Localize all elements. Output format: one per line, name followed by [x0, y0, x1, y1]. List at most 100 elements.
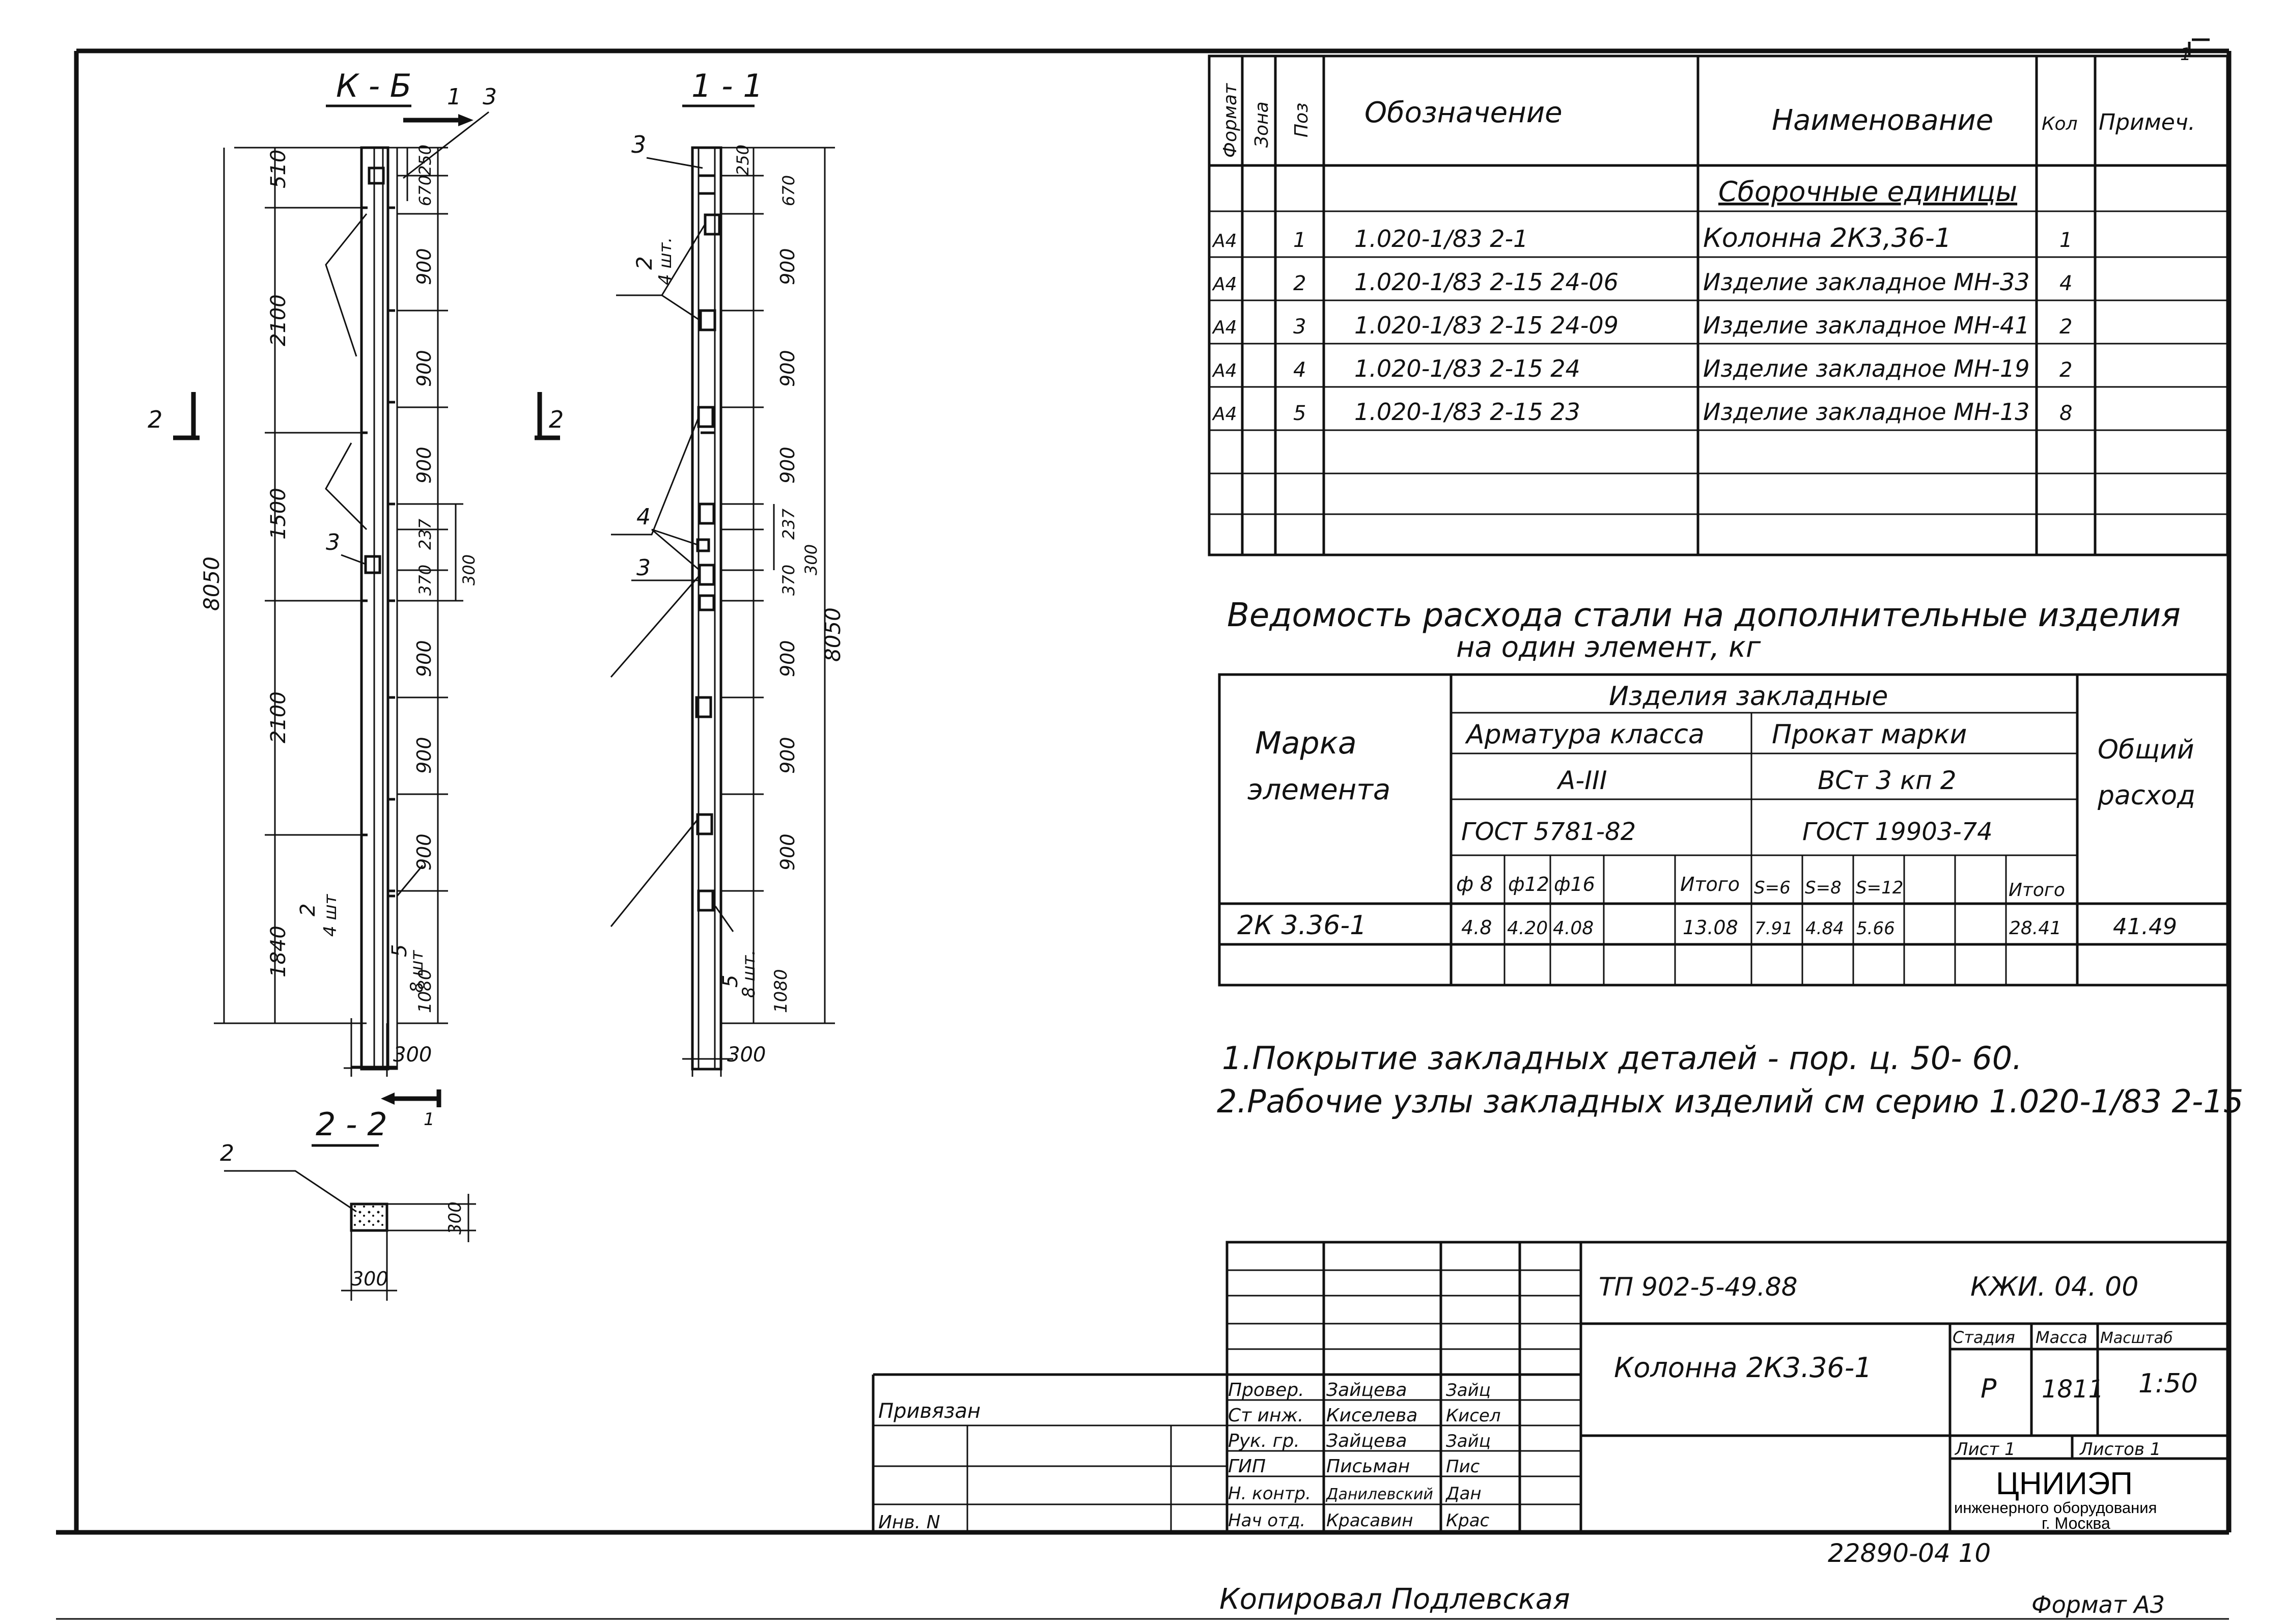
spec-pos: 1 — [1293, 229, 1306, 252]
spec-des: 1.020-1/83 2-15 24 — [1354, 355, 1580, 382]
table-row: А4 2 1.020-1/83 2-15 24-06 Изделие закла… — [1212, 268, 2072, 296]
corner-mark: 1 — [2180, 44, 2191, 65]
role-head: Рук. гр. — [1228, 1431, 1300, 1451]
spec-fmt: А4 — [1212, 404, 1237, 425]
steel-sub-f12: ф12 — [1508, 873, 1549, 895]
v11-pos-3-top: 3 — [631, 131, 646, 158]
v11-dim-900e: 900 — [776, 737, 799, 774]
role-norm: Н. контр. — [1228, 1483, 1311, 1504]
spec-qty: 4 — [2059, 272, 2072, 295]
spec-pos: 3 — [1293, 315, 1306, 339]
stamp-scale: 1:50 — [2138, 1368, 2198, 1399]
role-eng: Ст инж. — [1228, 1405, 1303, 1426]
steel-row-mark: 2К 3.36-1 — [1237, 910, 1367, 941]
kb-right-dim-1080: 1080 — [415, 969, 435, 1013]
steel-row-s8: 4.84 — [1805, 918, 1844, 939]
kb-pos-2: 2 — [296, 904, 320, 916]
v11-dim-1080: 1080 — [771, 969, 791, 1013]
kb-pos-2-count: 4 шт — [320, 893, 341, 937]
stamp-code: ТП 902-5-49.88 — [1599, 1272, 1798, 1302]
kb-left-dim-2100a: 2100 — [267, 294, 290, 346]
view-11-title: 1 - 1 — [691, 67, 763, 104]
kb-width-dim: 300 — [393, 1043, 432, 1067]
steel-h-rebar: Арматура класса — [1465, 719, 1705, 750]
spec-des: 1.020-1/83 2-15 24-09 — [1354, 312, 1619, 339]
steel-sub-s8: S=8 — [1805, 878, 1842, 898]
steel-row-f12: 4.20 — [1507, 918, 1548, 939]
v11-dim-370: 370 — [779, 565, 798, 596]
stamp-stage: Р — [1981, 1374, 1997, 1404]
spec-h-note: Примеч. — [2099, 109, 2195, 135]
spec-fmt: А4 — [1212, 317, 1237, 338]
spec-name: Изделие закладное МН-19 — [1703, 355, 2030, 382]
v11-dim-900b: 900 — [776, 350, 799, 387]
kb-right-dim-900a: 900 — [413, 248, 435, 285]
stamp-sheets: Листов 1 — [2079, 1439, 2161, 1460]
inv-label: Инв. N — [878, 1512, 940, 1533]
steel-h-mark-2: элемента — [1247, 773, 1390, 806]
kb-pos-5-count: 8 шт — [407, 949, 427, 993]
steel-h-mark-1: Марка — [1255, 725, 1357, 761]
spec-des: 1.020-1/83 2-15 24-06 — [1354, 268, 1619, 296]
table-row: А4 1 1.020-1/83 2-1 Колонна 2К3,36-1 1 — [1212, 223, 2072, 254]
kb-bottom-mark: 1 — [424, 1109, 435, 1130]
v11-dim-900c: 900 — [776, 446, 799, 484]
view-kb: К - Б 1 3 — [148, 67, 564, 1130]
view-1-1: 1 - 1 — [610, 67, 845, 1077]
note-1: 1.Покрытие закладных деталей - пор. ц. 5… — [1222, 1040, 2022, 1077]
stamp-scale-h: Масштаб — [2100, 1329, 2173, 1347]
steel-h-total-2: расход — [2097, 780, 2195, 811]
steel-h-rolled-class: ВСт 3 кп 2 — [1818, 766, 1957, 795]
sheet-frame: 1 — [56, 38, 2232, 1620]
v11-pos-4: 4 — [636, 504, 651, 530]
view-2-2: 2 - 2 2 300 300 — [220, 1106, 476, 1301]
footer-format: Формат А3 — [2031, 1591, 2165, 1618]
v11-dim-900d: 900 — [776, 640, 799, 677]
spec-des: 1.020-1/83 2-15 23 — [1354, 398, 1580, 426]
kb-mark-3: 3 — [483, 84, 497, 110]
v11-dim-300: 300 — [801, 544, 821, 575]
name-head: Зайцева — [1326, 1431, 1407, 1451]
spec-qty: 1 — [2059, 229, 2072, 252]
steel-h-rebar-class: А-III — [1556, 766, 1607, 795]
stamp-mass: 1811 — [2042, 1375, 2104, 1404]
kb-mark-1: 1 — [447, 84, 461, 110]
spec-h-pos: Поз — [1291, 103, 1312, 137]
kb-left-dim-510: 510 — [267, 150, 290, 188]
spec-fmt: А4 — [1212, 360, 1237, 381]
kb-pos-3: 3 — [326, 529, 340, 555]
spec-table: Формат Зона Поз Обозначение Наименование… — [1208, 54, 2229, 556]
stamp-title: Колонна 2К3.36-1 — [1614, 1352, 1872, 1384]
steel-row-total-rebar: 13.08 — [1683, 916, 1738, 939]
spec-qty: 2 — [2059, 315, 2072, 339]
kb-right-dim-300: 300 — [459, 554, 479, 585]
name-eng: Киселева — [1326, 1405, 1417, 1426]
spec-fmt: А4 — [1212, 231, 1237, 251]
spec-fmt: А4 — [1212, 274, 1237, 295]
stamp-stage-h: Стадия — [1953, 1328, 2015, 1347]
steel-h-embedded: Изделия закладные — [1609, 681, 1888, 712]
table-row: А4 4 1.020-1/83 2-15 24 Изделие закладно… — [1212, 355, 2072, 382]
spec-qty: 2 — [2059, 358, 2072, 382]
kb-left-dim-2100b: 2100 — [267, 691, 290, 743]
table-row: А4 3 1.020-1/83 2-15 24-09 Изделие закла… — [1212, 312, 2072, 339]
spec-name: Изделие закладное МН-41 — [1703, 312, 2030, 339]
spec-h-format: Формат — [1220, 83, 1241, 158]
v11-dim-900f: 900 — [776, 833, 799, 871]
view-kb-title: К - Б — [336, 67, 411, 104]
footer-number: 22890-04 10 — [1828, 1538, 1991, 1568]
spec-name: Изделие закладное МН-33 — [1703, 268, 2030, 296]
kb-side-mark-left: 2 — [148, 406, 162, 433]
kb-side-mark-right: 2 — [549, 406, 564, 433]
v11-dim-670: 670 — [779, 175, 798, 206]
kb-right-dim-900e: 900 — [413, 737, 435, 774]
sign-norm: Дан — [1445, 1483, 1482, 1504]
kb-left-dim-1840: 1840 — [267, 926, 290, 977]
v11-dim-250: 250 — [733, 145, 753, 176]
view-22-title: 2 - 2 — [316, 1106, 387, 1143]
v11-overall: 8050 — [820, 607, 845, 662]
role-checked: Провер. — [1228, 1380, 1304, 1401]
spec-pos: 2 — [1293, 272, 1306, 295]
privyazan-label: Привязан — [878, 1399, 981, 1423]
